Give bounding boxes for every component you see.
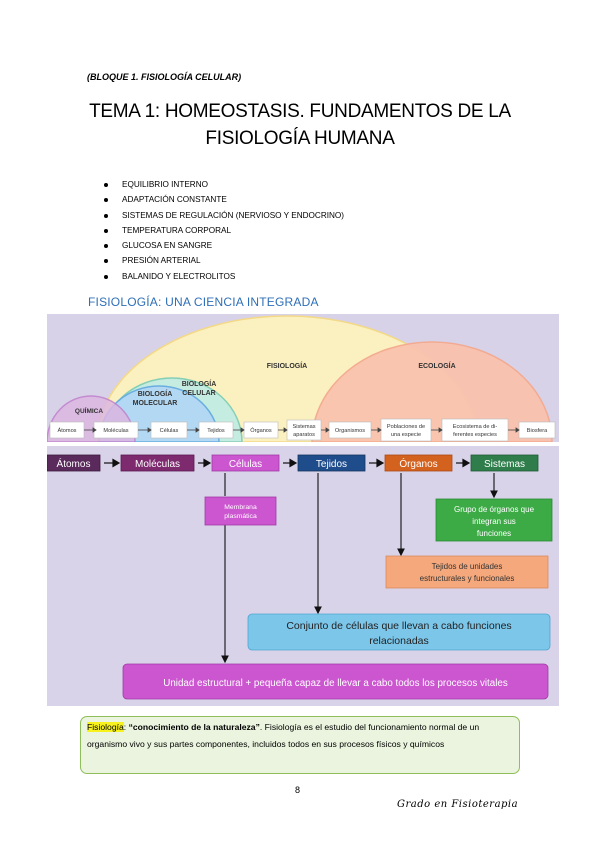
fisiologia-label: FISIOLOGÍA <box>267 361 307 370</box>
list-item: GLUCOSA EN SANGRE <box>104 238 344 253</box>
list-item: ADAPTACIÓN CONSTANTE <box>104 192 344 207</box>
level-label: Átomos <box>58 427 77 434</box>
list-item: EQUILIBRIO INTERNO <box>104 177 344 192</box>
chain-atomos: Átomos <box>57 457 91 470</box>
membrana-label-2: plasmática <box>224 513 257 520</box>
membrana-box <box>204 496 277 526</box>
celulas-def-box <box>122 663 549 700</box>
list-item: SISTEMAS DE REGULACIÓN (NERVIOSO Y ENDOC… <box>104 208 344 223</box>
down-arrows <box>221 473 498 664</box>
chain-tejidos: Tejidos <box>316 459 347 470</box>
sistemas-def-2: integran sus <box>472 517 516 526</box>
integration-figure: FISIOLOGÍA ECOLOGÍA BIOLOGÍA CELULAR BIO… <box>47 314 559 442</box>
level-boxes <box>49 418 556 442</box>
title-line-1: TEMA 1: HOMEOSTASIS. FUNDAMENTOS DE LA <box>89 101 511 122</box>
organos-def-box <box>385 555 549 589</box>
chain-sistemas: Sistemas <box>484 459 525 470</box>
ecologia-arc <box>311 341 553 442</box>
list-item: PRESIÓN ARTERIAL <box>104 253 344 268</box>
membrana-label-1: Membrana <box>224 504 257 511</box>
definition-quote: “conocimiento de la naturaleza” <box>128 722 260 732</box>
tejidos-def-1: Conjunto de células que llevan a cabo fu… <box>286 620 511 632</box>
hierarchy-figure: Átomos Moléculas Células Tejidos Órganos… <box>47 446 559 706</box>
definition-colon: : <box>123 722 129 732</box>
definition-text: . Fisiología es el estudio del funcionam… <box>87 722 480 749</box>
level-label: Sistemas <box>292 424 315 430</box>
biologia-molecular-label-1: BIOLOGÍA <box>138 389 173 398</box>
biologia-celular-label-1: BIOLOGÍA <box>182 379 217 388</box>
title-line-2: FISIOLOGÍA HUMANA <box>205 128 395 149</box>
block-label: (BLOQUE 1. FISIOLOGÍA CELULAR) <box>87 72 242 82</box>
page-number: 8 <box>295 785 301 795</box>
sistemas-def-1: Grupo de órganos que <box>454 505 535 514</box>
chain-arrows <box>104 458 471 468</box>
level-label: ferentes especies <box>453 432 497 438</box>
level-label: una especie <box>391 432 421 438</box>
chain-boxes <box>47 454 539 472</box>
section-title: FISIOLOGÍA: UNA CIENCIA INTEGRADA <box>88 295 319 309</box>
list-item: TEMPERATURA CORPORAL <box>104 223 344 238</box>
sistemas-def-box <box>435 498 553 542</box>
biologia-molecular-label-2: MOLECULAR <box>133 400 178 407</box>
tejidos-def-box <box>247 613 551 651</box>
footer-text: Grado en Fisioterapia <box>397 799 519 810</box>
tejidos-def-2: relacionadas <box>369 635 429 647</box>
page-title: TEMA 1: HOMEOSTASIS. FUNDAMENTOS DE LA F… <box>60 98 540 152</box>
level-label: Poblaciones de <box>387 424 425 430</box>
biologia-celular-label-2: CELULAR <box>182 390 215 397</box>
level-label: aparatos <box>293 432 315 438</box>
bullet-list: EQUILIBRIO INTERNO ADAPTACIÓN CONSTANTE … <box>104 177 344 284</box>
definition-box: Fisiología: “conocimiento de la naturale… <box>80 716 520 774</box>
definition-term: Fisiología <box>87 722 124 732</box>
chain-moleculas: Moléculas <box>135 459 180 470</box>
level-label: Biosfera <box>527 428 548 434</box>
list-item: BALANIDO Y ELECTROLITOS <box>104 269 344 284</box>
organos-def-2: estructurales y funcionales <box>420 574 515 583</box>
level-label: Células <box>160 428 179 434</box>
level-label: Tejidos <box>207 428 225 434</box>
celulas-def: Unidad estructural + pequeña capaz de ll… <box>163 678 508 689</box>
quimica-label: QUÍMICA <box>75 406 103 415</box>
level-label: Órganos <box>250 427 272 434</box>
level-label: Organismos <box>335 428 365 434</box>
level-arrows <box>84 427 520 433</box>
chain-celulas: Células <box>229 459 262 470</box>
level-label: Moléculas <box>103 428 128 434</box>
ecologia-label: ECOLOGÍA <box>418 361 455 370</box>
chain-organos: Órganos <box>399 457 437 470</box>
sistemas-def-3: funciones <box>477 529 511 538</box>
organos-def-1: Tejidos de unidades <box>432 562 503 571</box>
level-label: Ecosistema de di- <box>453 424 498 430</box>
